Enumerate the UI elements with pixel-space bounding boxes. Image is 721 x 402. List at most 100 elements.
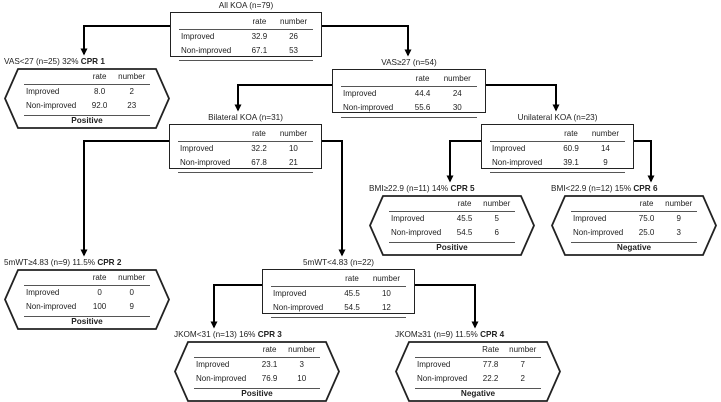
row-label: Non-improved [573,228,624,237]
node-title-text: VAS<27 (n=25) 32% [4,57,79,66]
cpr-label: CPR 2 [97,258,122,267]
row-rate: 32.9 [251,32,268,41]
row-rate: 60.9 [563,144,579,153]
row-number: 5 [494,214,499,223]
row-label: Improved [273,289,307,298]
row-rate: 45.5 [456,214,473,223]
edge-mwt-to-cpr4 [415,284,479,329]
header-rate: rate [345,274,359,283]
row-number: 10 [288,144,298,153]
row-rate: 39.1 [563,158,579,167]
row-number: 26 [289,32,299,41]
row-rate: 67.1 [251,46,268,55]
table-row: Non-improved 25.0 3 [571,226,697,243]
header-rate: rate [252,17,267,26]
row-label: Non-improved [180,158,231,167]
cpr-label: CPR 6 [633,184,658,193]
row-label: Improved [26,288,60,297]
table-row: Non-improved 76.9 10 [194,372,320,389]
node-title: JKOM<31 (n=13) 16% CPR 3 [174,329,282,341]
row-label: Improved [343,89,377,98]
row-number: 53 [289,46,299,55]
row-number: 0 [129,288,134,297]
row-rate: 55.6 [414,103,431,112]
result-label: Positive [436,243,468,252]
hexagon-outline [4,68,170,129]
row-rate: 44.4 [414,89,431,98]
row-rate: 25.0 [638,228,655,237]
edge-all-to-cpr1 [80,25,170,56]
table-row: Non-improved 67.8 21 [178,156,313,173]
row-number: 9 [603,158,608,167]
hexagon-shape [395,341,561,402]
row-label: Non-improved [343,103,394,112]
row-rate: 100 [92,302,107,311]
row-number: 12 [381,303,391,312]
header-number: number [372,274,400,283]
cpr-label: CPR 5 [450,184,475,193]
row-label: Non-improved [26,302,77,311]
row-rate: 76.9 [261,374,278,383]
row-rate: 75.0 [638,214,655,223]
row-number: 7 [520,360,525,369]
hexagon-shape [369,195,535,256]
row-number: 10 [297,374,307,383]
row-label: Non-improved [196,374,247,383]
row-number: 21 [288,158,298,167]
row-number: 6 [494,228,499,237]
node-title-text: 5mWT≥4.83 (n=9) 11.5% [4,258,96,267]
header-rate: rate [457,199,472,208]
row-number: 30 [452,103,462,112]
node-title-text: JKOM<31 (n=13) 16% [174,330,256,339]
node-title-text: BMI<22.9 (n=12) 15% [551,184,632,193]
row-number: 3 [676,228,681,237]
result-label: Negative [616,243,652,252]
edge-all-to-vas27 [322,25,412,57]
hexagon-shape [4,68,170,129]
header-number: number [118,273,146,282]
hexagon-shape [174,341,340,402]
row-rate: 22.2 [482,374,499,383]
row-label: Improved [492,144,526,153]
node-title: BMI≥22.9 (n=11) 14% CPR 5 [369,183,475,195]
node-title-text: VAS≥27 (n=54) [381,58,437,67]
row-label: Non-improved [417,374,468,383]
node-title-text: All KOA (n=79) [218,1,274,10]
node-title-text: 5mWT<4.83 (n=22) [303,258,374,267]
row-rate: 77.8 [482,360,499,369]
result-label: Positive [241,389,273,398]
row-rate: 67.8 [251,158,267,167]
row-number: 2 [129,87,134,96]
result-label: Positive [71,317,103,326]
node-title: Bilateral KOA (n=31) [169,112,322,124]
row-rate: 32.2 [251,144,267,153]
